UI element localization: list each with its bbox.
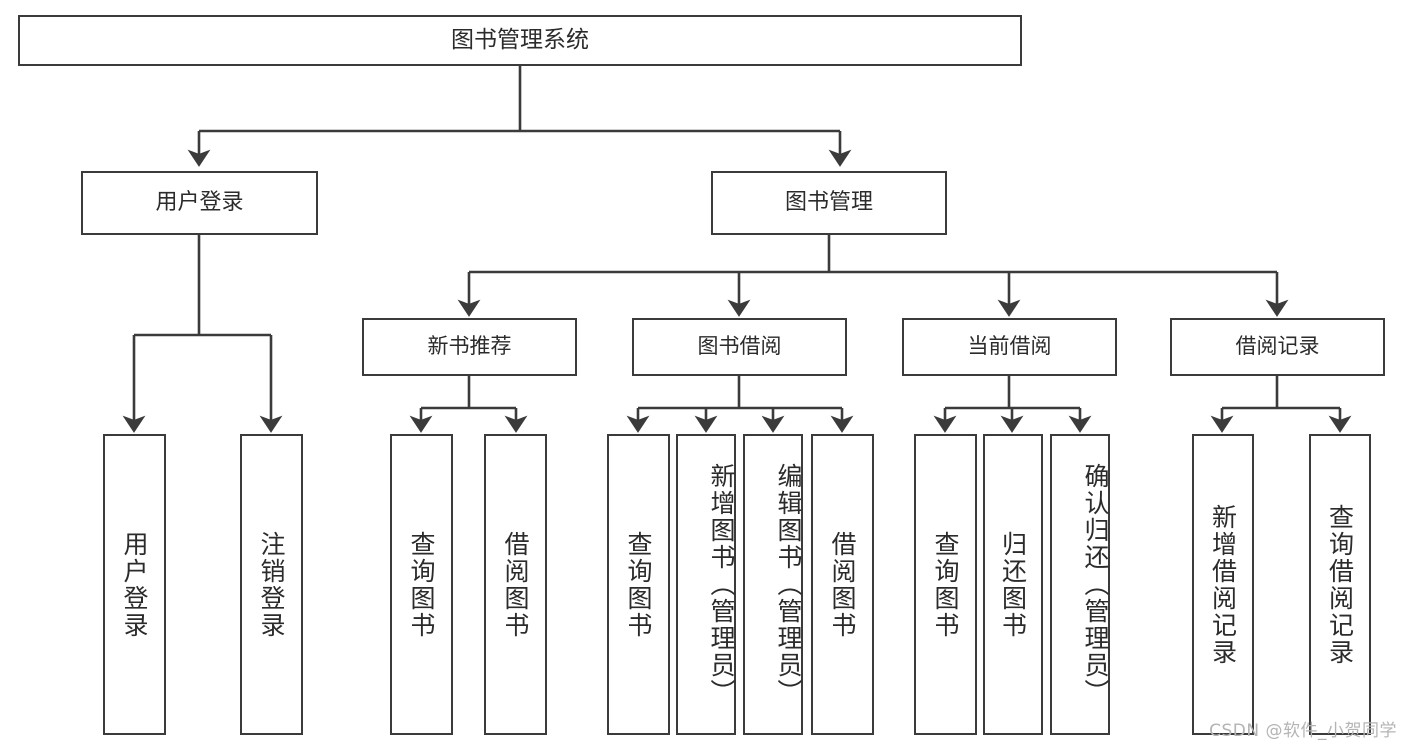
leaf-borrow-book-recommend[interactable]: 借阅图书 [484,434,547,735]
csdn-watermark: CSDN @软件_小贺同学 [1209,721,1397,741]
leaf-borrow-book[interactable]: 借阅图书 [811,434,874,735]
leaf-query-book-borrow[interactable]: 查询图书 [607,434,670,735]
leaf-return-book[interactable]: 归还图书 [983,434,1043,735]
node-current-borrow[interactable]: 当前借阅 [902,318,1117,376]
leaf-add-book-admin[interactable]: 新增图书（管理员） [676,434,736,735]
node-root[interactable]: 图书管理系统 [18,15,1022,66]
leaf-query-book-current[interactable]: 查询图书 [914,434,977,735]
node-new-book-recommend[interactable]: 新书推荐 [362,318,577,376]
leaf-confirm-return-admin[interactable]: 确认归还（管理员） [1050,434,1110,735]
leaf-query-book-recommend[interactable]: 查询图书 [390,434,453,735]
node-user-login[interactable]: 用户登录 [81,171,318,235]
node-book-borrow[interactable]: 图书借阅 [632,318,847,376]
leaf-logout[interactable]: 注销登录 [240,434,303,735]
node-borrow-record[interactable]: 借阅记录 [1170,318,1385,376]
leaf-user-login[interactable]: 用户登录 [103,434,166,735]
leaf-query-borrow-record[interactable]: 查询借阅记录 [1309,434,1371,735]
leaf-edit-book-admin[interactable]: 编辑图书（管理员） [743,434,803,735]
node-book-management[interactable]: 图书管理 [711,171,947,235]
leaf-add-borrow-record[interactable]: 新增借阅记录 [1192,434,1254,735]
